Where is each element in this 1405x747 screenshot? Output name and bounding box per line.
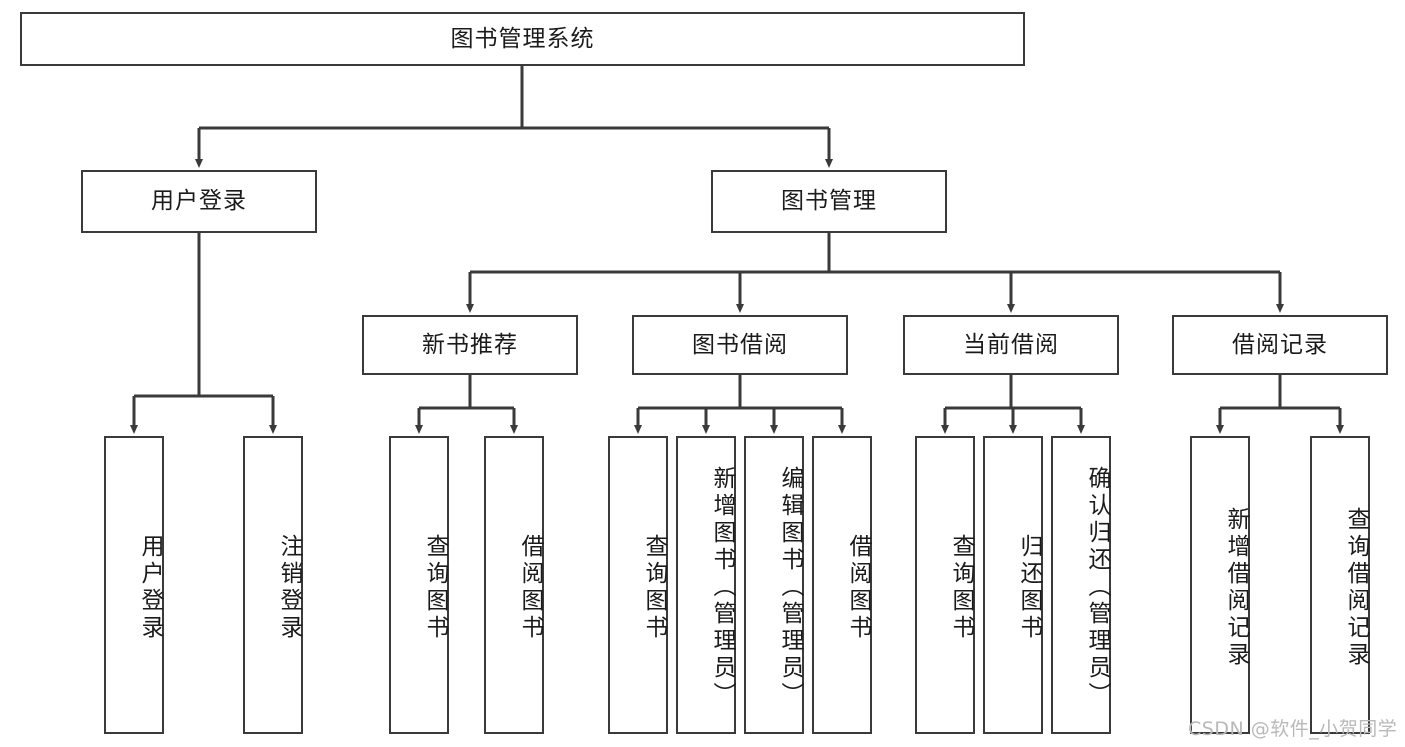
node-root-system[interactable]: 图书管理系统 xyxy=(20,12,1025,66)
leaf-add-book-admin[interactable]: 新增图书（管理员） xyxy=(676,436,736,734)
leaf-query-book-borrow[interactable]: 查询图书 xyxy=(608,436,668,734)
leaf-borrow-book[interactable]: 借阅图书 xyxy=(812,436,872,734)
leaf-borrow-book-recommend[interactable]: 借阅图书 xyxy=(484,436,544,734)
csdn-watermark: CSDN @软件_小贺同学 xyxy=(1188,718,1398,740)
leaf-query-borrow-record[interactable]: 查询借阅记录 xyxy=(1310,436,1370,734)
node-user-login[interactable]: 用户登录 xyxy=(81,170,317,233)
leaf-edit-book-admin[interactable]: 编辑图书（管理员） xyxy=(744,436,804,734)
node-book-borrow[interactable]: 图书借阅 xyxy=(632,315,848,375)
leaf-add-borrow-record[interactable]: 新增借阅记录 xyxy=(1190,436,1250,734)
leaf-query-book-current[interactable]: 查询图书 xyxy=(915,436,975,734)
leaf-logout-login[interactable]: 注销登录 xyxy=(243,436,303,734)
node-book-management[interactable]: 图书管理 xyxy=(711,170,947,233)
leaf-confirm-return-admin[interactable]: 确认归还（管理员） xyxy=(1051,436,1111,734)
node-current-borrow[interactable]: 当前借阅 xyxy=(903,315,1119,375)
leaf-return-book[interactable]: 归还图书 xyxy=(983,436,1043,734)
node-new-book-recommend[interactable]: 新书推荐 xyxy=(362,315,578,375)
leaf-query-book-recommend[interactable]: 查询图书 xyxy=(389,436,449,734)
leaf-user-login[interactable]: 用户登录 xyxy=(104,436,164,734)
node-borrow-records[interactable]: 借阅记录 xyxy=(1172,315,1388,375)
